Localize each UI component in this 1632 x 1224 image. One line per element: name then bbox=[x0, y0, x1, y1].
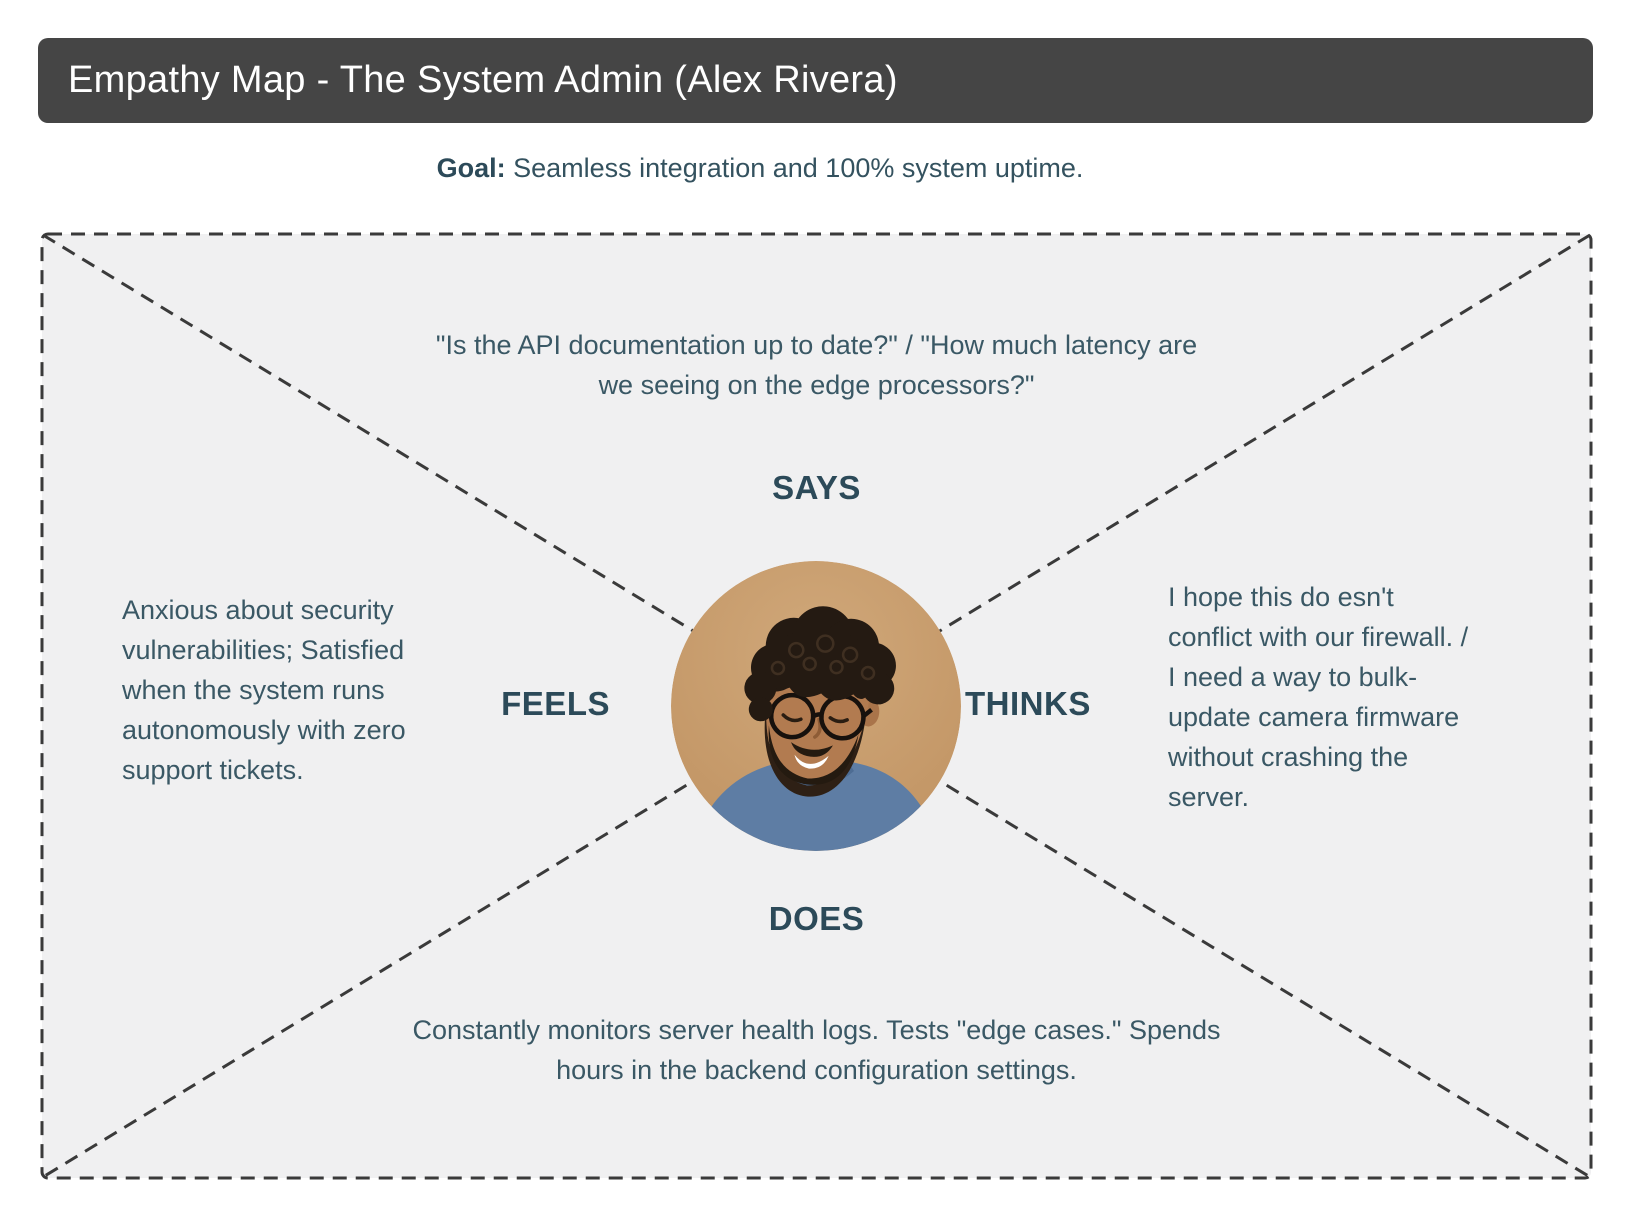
quadrant-says-text: "Is the API documentation up to date?" /… bbox=[435, 330, 1198, 400]
quadrant-does-label: DOES bbox=[768, 900, 865, 937]
page-title: Empathy Map - The System Admin (Alex Riv… bbox=[68, 59, 898, 101]
quadrant-feels-text: Anxious about security vulnerabilities; … bbox=[122, 595, 406, 785]
quadrant-thinks-label: THINKS bbox=[965, 685, 1091, 722]
goal-text: Seamless integration and 100% system upt… bbox=[513, 153, 1084, 183]
empathy-map-canvas: "Is the API documentation up to date?" /… bbox=[40, 232, 1593, 1180]
header-bar: Empathy Map - The System Admin (Alex Riv… bbox=[38, 38, 1593, 123]
quadrant-thinks-text: I hope this do esn't conflict with our f… bbox=[1168, 582, 1469, 812]
quadrant-does-text: Constantly monitors server health logs. … bbox=[412, 1015, 1221, 1085]
persona-photo-icon bbox=[671, 561, 961, 851]
goal-label: Goal: bbox=[436, 153, 506, 183]
goal-line: Goal: Seamless integration and 100% syst… bbox=[0, 153, 1576, 184]
persona-avatar bbox=[671, 561, 961, 851]
quadrant-says-label: SAYS bbox=[772, 469, 861, 506]
quadrant-feels-label: FEELS bbox=[501, 685, 610, 722]
